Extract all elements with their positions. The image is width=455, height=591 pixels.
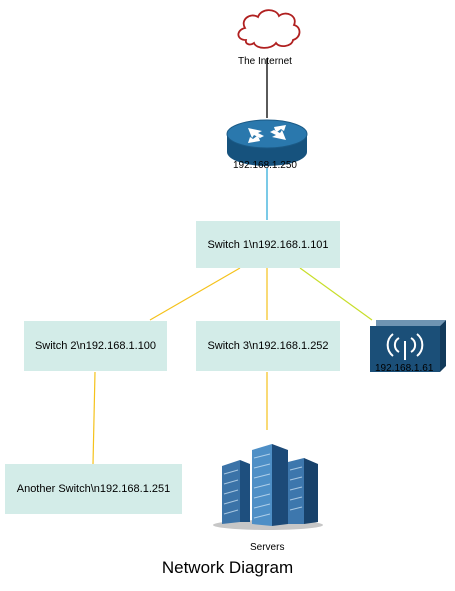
diagram-title: Network Diagram [161, 558, 294, 577]
another-switch-node[interactable]: Another Switch\n192.168.1.251 [5, 464, 182, 514]
switch3-label: Switch 3\n192.168.1.252 [207, 340, 329, 352]
switch3-node[interactable]: Switch 3\n192.168.1.252 [196, 321, 340, 371]
router-icon[interactable] [226, 119, 308, 166]
edge-switch1-wifi [299, 267, 373, 321]
switch2-node[interactable]: Switch 2\n192.168.1.100 [24, 321, 167, 371]
another-switch-label: Another Switch\n192.168.1.251 [16, 483, 171, 495]
servers-label: Servers [250, 542, 285, 553]
wifi-label: 192.168.1.61 [375, 363, 434, 374]
switch1-node[interactable]: Switch 1\n192.168.1.101 [196, 221, 340, 268]
switch1-label: Switch 1\n192.168.1.101 [207, 238, 329, 251]
edge-switch1-switch2 [149, 267, 241, 321]
router-label: 192.168.1.250 [233, 160, 297, 171]
edge-switch2-another-switch [92, 371, 96, 465]
internet-label: The Internet [238, 56, 292, 67]
wireless-access-point-icon[interactable] [370, 320, 446, 372]
servers-icon[interactable] [213, 444, 323, 530]
switch2-label: Switch 2\n192.168.1.100 [34, 340, 157, 352]
cloud-icon[interactable] [237, 9, 301, 49]
